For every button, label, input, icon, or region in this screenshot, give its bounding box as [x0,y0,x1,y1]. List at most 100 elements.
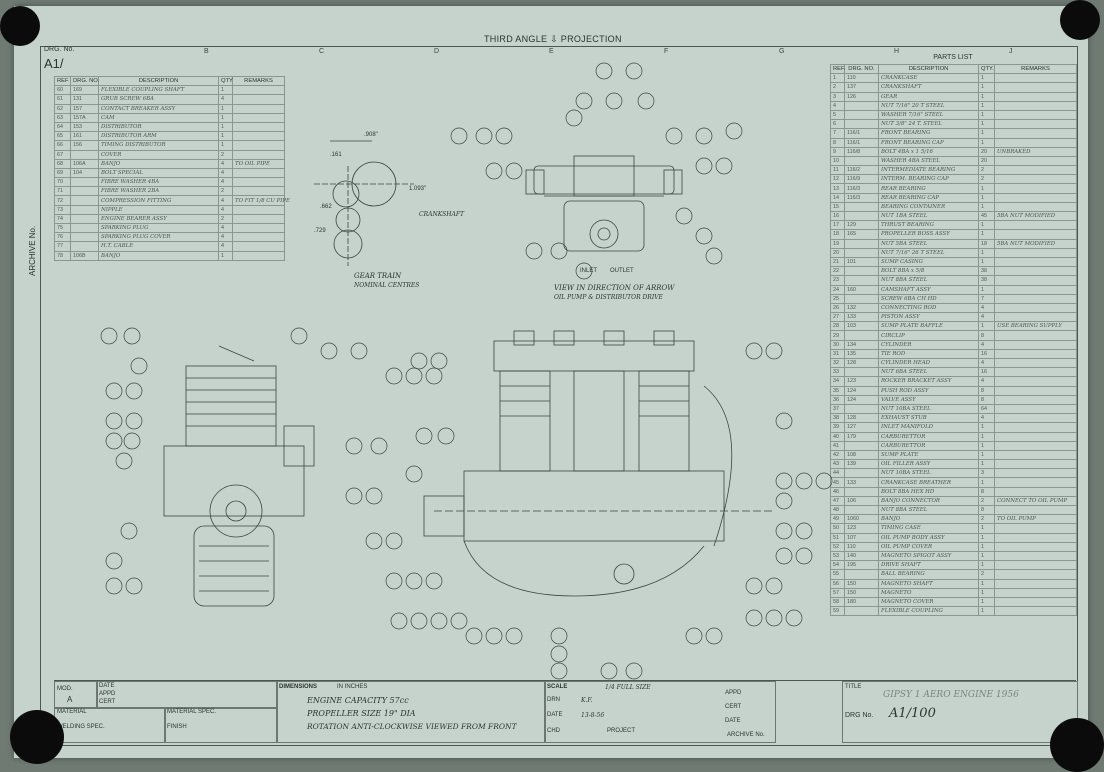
parts-cell [994,560,1077,571]
dimensions-unit: IN INCHES [337,684,368,690]
projection-symbol-icon: ⇩ [550,34,561,44]
zone-marker: H [894,48,900,55]
scale-value: 1/4 FULL SIZE [605,684,651,691]
parts-cell [994,587,1077,598]
callout-balloon [425,572,443,590]
engine-section-view [423,330,774,597]
drawing-border [40,46,1078,746]
callout-balloon [625,62,643,80]
parts-cell [994,606,1077,617]
callout-balloon [385,367,403,385]
callout-balloon [550,662,568,680]
callout-balloon [550,627,568,645]
callout-balloon [625,662,643,680]
left-parts-cell [232,186,285,197]
drg-no-label: DRG No. [845,712,874,719]
callout-balloon [695,227,713,245]
drawing-sheet: THIRD ANGLE ⇩ PROJECTION DRG. No. A1/ AR… [14,6,1088,758]
callout-balloon [745,609,763,627]
callout-balloon [775,547,793,565]
callout-balloon [450,127,468,145]
callout-balloon [665,127,683,145]
zone-marker: E [549,48,554,55]
callout-balloon [765,577,783,595]
callout-balloon [115,452,133,470]
left-parts-cell [232,241,285,252]
drn-value: K.F. [581,697,593,704]
title-label: TITLE [845,684,862,690]
finish-label: FINISH [167,724,187,730]
left-parts-cell [232,140,285,151]
callout-balloon [795,522,813,540]
callout-balloon [390,612,408,630]
left-parts-cell [232,204,285,215]
callout-balloon [365,487,383,505]
outlet-label: OUTLET [610,268,634,274]
left-parts-cell [232,121,285,133]
appd-label-2: APPD [725,690,742,696]
centreline-label: CRANKSHAFT [419,211,465,218]
parts-cell [994,155,1077,167]
callout-balloon [125,382,143,400]
callout-balloon [437,427,455,445]
material-box: MATERIAL WELDING SPEC. [54,707,166,743]
callout-balloon [345,487,363,505]
clip-top-left [0,6,40,46]
callout-balloon [425,367,443,385]
callout-balloon [450,612,468,630]
scale-label: SCALE [547,684,568,690]
callout-balloon [130,357,148,375]
parts-cell [994,201,1077,213]
callout-balloon [465,627,483,645]
callout-balloon [775,522,793,540]
callout-balloon [415,427,433,445]
dimensions-label: DIMENSIONS [279,684,318,690]
callout-balloon [385,532,403,550]
rotation-note: ROTATION ANTI-CLOCKWISE VIEWED FROM FRON… [307,722,517,731]
parts-cell [994,137,1077,148]
dimensions-box: DIMENSIONS IN INCHES ENGINE CAPACITY 57c… [276,681,546,743]
callout-balloon [370,437,388,455]
project-label: PROJECT [607,728,636,734]
callout-balloon [775,492,793,510]
left-parts-cell: TO FIT 1/8 CU PIPE [232,195,290,206]
callout-balloon [695,127,713,145]
callout-balloon [705,247,723,265]
parts-cell [994,165,1077,176]
oil-pump-view [525,155,683,252]
callout-balloon [405,465,423,483]
zone-marker: B [204,48,209,55]
title-value: GIPSY 1 AERO ENGINE 1956 [883,690,1019,700]
clip-bottom-right [1050,718,1104,772]
callout-balloon [495,127,513,145]
left-parts-cell [232,177,285,188]
parts-cell: 5BA NUT MODIFIED [994,238,1077,249]
parts-cell [994,174,1077,185]
parts-cell [994,504,1077,516]
clip-bottom-left [10,710,64,764]
callout-balloon [775,412,793,430]
callout-balloon [485,627,503,645]
title-block: MOD. A DATE APPD CERT MATERIAL WELDING S… [54,680,1078,743]
left-parts-cell [232,149,285,160]
parts-cell [994,532,1077,543]
mod-box: MOD. A [54,681,98,709]
